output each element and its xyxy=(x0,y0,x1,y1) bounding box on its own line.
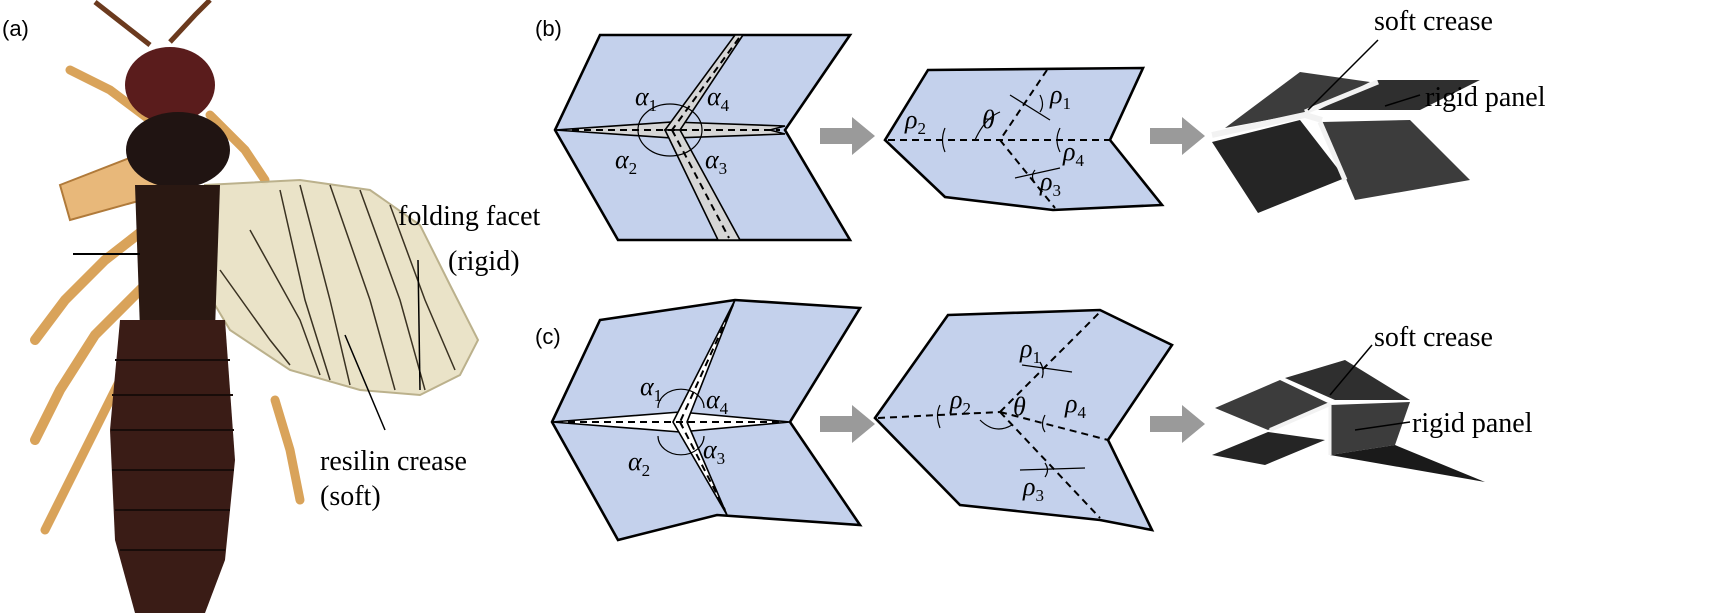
resilin-crease-note: (soft) xyxy=(320,481,381,512)
right-arrow-icon xyxy=(820,117,875,155)
theta: θ xyxy=(982,105,995,134)
c-rho1: ρ1 xyxy=(1019,334,1041,367)
b-flat-pattern: α1 α4 α2 α3 xyxy=(553,33,853,242)
c-rho2: ρ2 xyxy=(949,385,971,418)
b-rigid-panel-label: rigid panel xyxy=(1425,82,1546,113)
rho1: ρ1 xyxy=(1049,80,1071,113)
c-rigid-render xyxy=(1212,344,1485,482)
c-rigid-panel-label: rigid panel xyxy=(1412,408,1533,439)
panel-b-label: (b) xyxy=(535,16,562,41)
c-alpha2: α2 xyxy=(628,447,650,480)
folding-facet-label: folding facet xyxy=(398,201,540,232)
alpha2: α2 xyxy=(615,145,637,178)
earwig-photo xyxy=(30,0,480,613)
folding-facet-note: (rigid) xyxy=(448,246,520,277)
panel-a: (a) xyxy=(2,0,540,613)
rho4: ρ4 xyxy=(1062,137,1084,170)
rho3: ρ3 xyxy=(1039,167,1061,200)
c-folded-pattern: ρ1 ρ2 θ ρ4 ρ3 xyxy=(873,308,1174,532)
right-arrow-icon xyxy=(1150,117,1205,155)
c-alpha3: α3 xyxy=(703,435,725,468)
c-theta: θ xyxy=(1013,392,1026,421)
panel-c-label: (c) xyxy=(535,324,561,349)
panel-b: (b) α1 α4 α2 α3 xyxy=(535,6,1546,242)
b-rigid-render xyxy=(1211,39,1480,213)
alpha1: α1 xyxy=(635,82,657,115)
panel-c: (c) α1 α4 α2 α3 xyxy=(535,298,1533,542)
b-soft-crease-label: soft crease xyxy=(1374,6,1493,37)
c-flat-pattern: α1 α4 α2 α3 xyxy=(550,298,863,542)
resilin-crease-label: resilin crease xyxy=(320,446,467,477)
alpha4: α4 xyxy=(707,82,730,115)
b-folded-pattern: ρ2 θ ρ1 ρ4 ρ3 xyxy=(883,66,1165,212)
c-soft-crease-label: soft crease xyxy=(1374,322,1493,353)
rho2: ρ2 xyxy=(904,105,926,138)
panel-a-label: (a) xyxy=(2,16,29,41)
right-arrow-icon xyxy=(1150,405,1205,443)
c-alpha4: α4 xyxy=(706,385,729,418)
c-rho3: ρ3 xyxy=(1022,472,1044,505)
right-arrow-icon xyxy=(820,405,875,443)
c-rho4: ρ4 xyxy=(1064,389,1086,422)
alpha3: α3 xyxy=(705,145,727,178)
c-alpha1: α1 xyxy=(640,372,662,405)
